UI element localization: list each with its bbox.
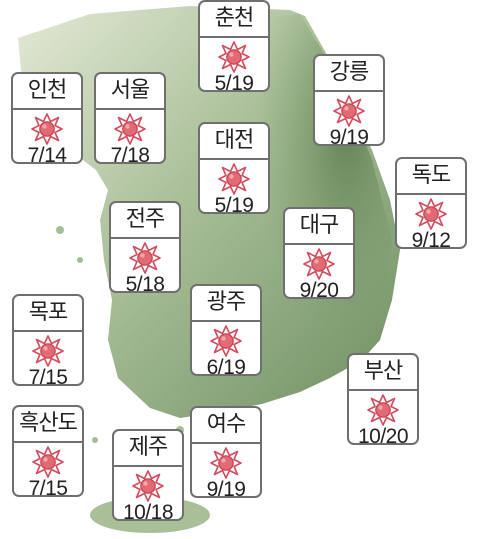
sun-icon: [32, 446, 64, 478]
city-card: 흑산도 7/15: [12, 405, 84, 497]
city-card: 대구 9/20: [283, 207, 355, 299]
sun-icon: [31, 113, 63, 145]
temperature-range: 7/14: [27, 144, 67, 164]
city-card: 춘천 5/19: [198, 0, 270, 92]
temperature-range: 9/12: [411, 229, 451, 249]
city-name: 춘천: [200, 2, 268, 38]
city-name: 목포: [14, 296, 82, 332]
sun-icon: [132, 470, 164, 502]
city-card: 여수 9/19: [190, 406, 262, 498]
city-name: 광주: [192, 286, 260, 322]
city-card: 강릉 9/19: [313, 54, 385, 146]
city-card: 전주 5/18: [109, 201, 181, 293]
temperature-range: 9/19: [329, 126, 369, 146]
sun-icon: [367, 394, 399, 426]
sun-icon: [210, 325, 242, 357]
temperature-range: 7/18: [110, 144, 150, 164]
city-card: 목포 7/15: [12, 294, 84, 386]
city-name: 흑산도: [14, 407, 82, 443]
sun-icon: [32, 335, 64, 367]
temperature-range: 10/18: [122, 501, 174, 521]
sun-icon: [218, 41, 250, 73]
city-card: 인천 7/14: [11, 72, 83, 164]
temperature-range: 7/15: [28, 366, 68, 386]
city-name: 인천: [13, 74, 81, 110]
temperature-range: 10/20: [357, 425, 409, 445]
city-name: 여수: [192, 408, 260, 444]
city-name: 대구: [285, 209, 353, 245]
city-name: 강릉: [315, 56, 383, 92]
sun-icon: [415, 198, 447, 230]
city-card: 제주 10/18: [112, 429, 184, 521]
city-card: 대전 5/19: [198, 122, 270, 214]
temperature-range: 9/20: [299, 279, 339, 299]
city-name: 부산: [349, 355, 417, 391]
city-name: 독도: [397, 159, 465, 195]
temperature-range: 5/19: [214, 194, 254, 214]
sun-icon: [129, 242, 161, 274]
temperature-range: 7/15: [28, 477, 68, 497]
sun-icon: [333, 95, 365, 127]
city-name: 서울: [96, 74, 164, 110]
city-card: 독도 9/12: [395, 157, 467, 249]
city-name: 제주: [114, 431, 182, 467]
city-name: 전주: [111, 203, 179, 239]
temperature-range: 9/19: [206, 478, 246, 498]
sun-icon: [218, 163, 250, 195]
temperature-range: 5/19: [214, 72, 254, 92]
city-name: 대전: [200, 124, 268, 160]
temperature-range: 5/18: [125, 273, 165, 293]
sun-icon: [303, 248, 335, 280]
sun-icon: [210, 447, 242, 479]
sun-icon: [114, 113, 146, 145]
city-card: 광주 6/19: [190, 284, 262, 376]
temperature-range: 6/19: [206, 356, 246, 376]
city-card: 부산 10/20: [347, 353, 419, 445]
city-card: 서울 7/18: [94, 72, 166, 164]
